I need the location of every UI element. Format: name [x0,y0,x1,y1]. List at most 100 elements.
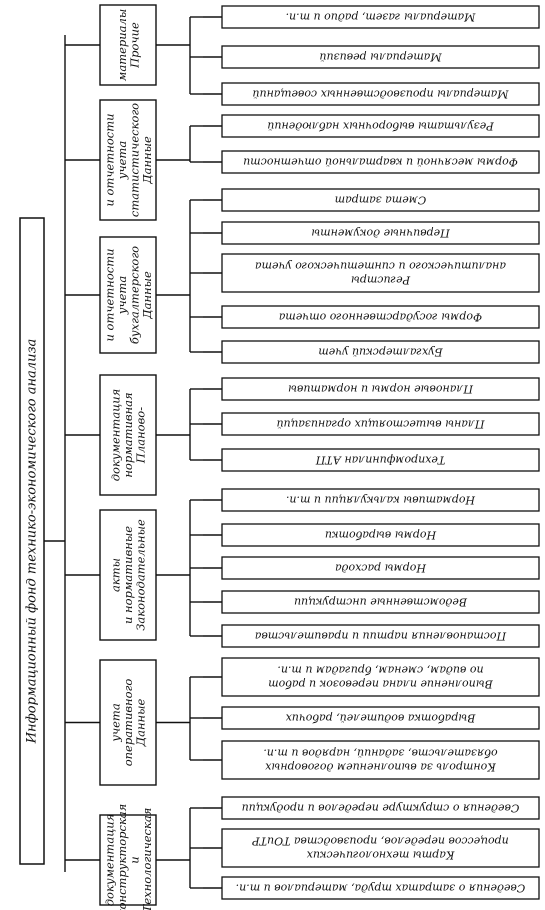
source-item-label: Планы вышестоящих организаций [277,418,486,431]
category-label: Технологическая [140,808,154,910]
source-item-box [221,740,540,780]
source-item-label: обязательств, заданий, нарядов и т.п. [263,747,497,760]
category-label: материалы [115,9,129,81]
category-label: Законодательные [134,519,148,631]
root-node: Информационный фонд технико-экономическо… [19,217,45,865]
source-item-label: Формы месячной и квартальной отчетности [243,156,518,169]
source-item: Постановления партии и правительства [221,624,540,648]
source-item-box [221,448,540,472]
source-item-label: аналитического и синтетического учета [255,260,506,273]
source-item-label: Результаты выборочных наблюдений [267,120,494,133]
category-box [99,236,157,354]
source-item-box [221,657,540,697]
source-item-box [221,412,540,436]
source-item-label: Первичные документы [311,227,451,240]
source-item-box [221,221,540,245]
source-item-label: Постановления партии и правительства [255,630,507,643]
source-item-box [221,556,540,580]
source-item-box [221,523,540,547]
category-label: и отчетности [102,113,116,206]
source-item: Сведения о затратах труда, материалов и … [221,876,540,900]
source-item-box [221,488,540,512]
category-box [99,659,157,786]
category-label: Планово- [134,407,148,464]
category-label: Данные [140,271,154,320]
source-item: Первичные документы [221,221,540,245]
category-label: нормативная [121,392,135,477]
category-label: и [127,856,141,863]
source-item-label: процессов переделов, производства ТОиТР [252,835,509,848]
source-item: Материалы ревизий [221,45,540,69]
source-item-label: Материалы ревизий [319,51,442,64]
category-label: акты [109,558,123,592]
category-label: и отчетности [102,248,116,341]
source-item-box [221,5,540,29]
source-item-label: Ведомственные инструкции [294,596,468,609]
category-label: конструкторская [115,804,129,910]
source-item-box [221,796,540,820]
source-item: Формы месячной и квартальной отчетности [221,150,540,174]
category-group: Технологическаяиконструкторскаядокумента… [99,796,540,910]
category-box [99,4,157,86]
source-item: Выработка водителей, рабочих [221,706,540,730]
source-item-box [221,114,540,138]
source-item: Смета затрат [221,188,540,212]
source-item-box [221,590,540,614]
source-item-label: Нормативы калькуляции и т.п. [286,494,476,507]
source-item-label: Карты технологических [306,849,455,862]
source-item-label: Материалы производственных совещаний [252,88,509,101]
category-label: оперативного [121,679,135,767]
source-item-box [221,706,540,730]
root-box [19,217,45,865]
source-item-label: Нормы выработки [325,529,437,542]
source-item-label: Выполнение плана перевозок и работ [268,678,494,691]
source-item-label: Контроль за выполнением договорных [264,761,496,774]
source-item: Материалы производственных совещаний [221,82,540,106]
source-item-label: Бухгалтерский учет [318,346,443,359]
source-item-box [221,82,540,106]
source-item: Техпромфинплан АТП [221,448,540,472]
source-item: Нормы выработки [221,523,540,547]
source-item-label: Регистры [351,274,411,287]
category-label: статистического [127,103,141,217]
source-item: Бухгалтерский учет [221,340,540,364]
connector-lines [44,16,222,889]
category-box [99,99,157,221]
category-label: бухгалтерского [127,246,141,344]
category-label: и нормативные [121,526,135,624]
source-item-label: Формы государственного отчета [279,311,482,324]
root-label: Информационный фонд технико-экономическо… [25,339,40,745]
source-item: Планы вышестоящих организаций [221,412,540,436]
source-item-box [221,305,540,329]
source-item: Плановые нормы и нормативы [221,377,540,401]
source-item: Формы государственного отчета [221,305,540,329]
source-item-label: Сведения о структуре переделов и продукц… [242,802,520,815]
source-item-box [221,45,540,69]
category-label: учета [115,141,129,181]
category-label: Данные [134,699,148,748]
source-item-box [221,828,540,868]
source-item-box [221,377,540,401]
source-item-label: Смета затрат [335,194,427,207]
source-item-label: по видам, сменам, бригадам и т.п. [277,664,483,677]
source-item-label: Материалы газет, радио и т.п. [286,11,477,24]
source-item: Нормативы калькуляции и т.п. [221,488,540,512]
category-label: Данные [140,136,154,185]
source-item-label: Нормы расхода [335,562,427,575]
category-label: учета [115,276,129,316]
source-item-box [221,340,540,364]
category-label: учета [109,703,123,743]
category-label: Прочие [127,22,141,69]
source-item-label: Плановые нормы и нормативы [288,383,474,396]
category-label: документация [109,389,123,481]
source-item-box [221,150,540,174]
